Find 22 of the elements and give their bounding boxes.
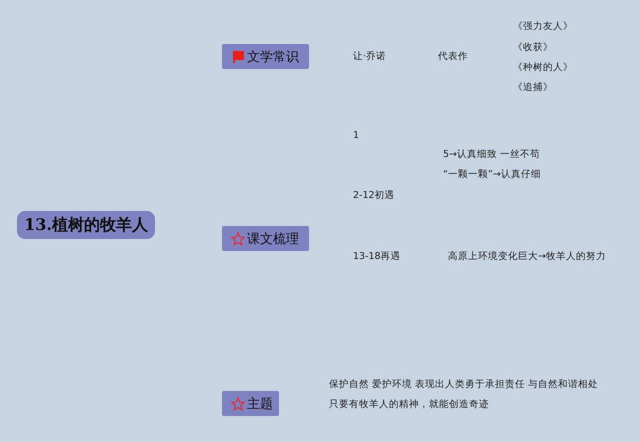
branch-text: 《追捕》 bbox=[513, 82, 553, 94]
branch-text: 5→认真细致 一丝不苟 bbox=[443, 149, 540, 161]
title-box bbox=[17, 211, 155, 239]
branch-text: 13-18再遇 bbox=[353, 251, 401, 263]
branch-text: 让·乔诺 bbox=[353, 51, 386, 63]
branch-text: 保护自然 爱护环境 表现出人类勇于承担责任 与自然和谐相处 bbox=[329, 379, 598, 391]
branch-text: 《强力友人》 bbox=[513, 21, 573, 33]
topic-label: 课文梳理 bbox=[247, 230, 299, 248]
branch-text: 高原上环境变化巨大→牧羊人的努力 bbox=[448, 251, 606, 263]
branch-text: 代表作 bbox=[438, 51, 468, 63]
topic-box bbox=[222, 44, 309, 69]
branch-text: 《种树的人》 bbox=[513, 62, 573, 74]
topic-label: 主题 bbox=[247, 396, 273, 412]
branch-text: “一颗一颗”→认真仔细 bbox=[443, 169, 541, 181]
topic-box bbox=[222, 226, 309, 251]
topic-box bbox=[222, 391, 279, 416]
topic-label: 文学常识 bbox=[247, 48, 299, 66]
branch-text: 《收获》 bbox=[513, 42, 553, 54]
title-text: 13.植树的牧羊人 bbox=[24, 214, 148, 236]
branch-text: 只要有牧羊人的精神，就能创造奇迹 bbox=[329, 399, 489, 411]
branch-text: 2-12初遇 bbox=[353, 190, 395, 202]
branch-text: 1 bbox=[353, 130, 360, 142]
